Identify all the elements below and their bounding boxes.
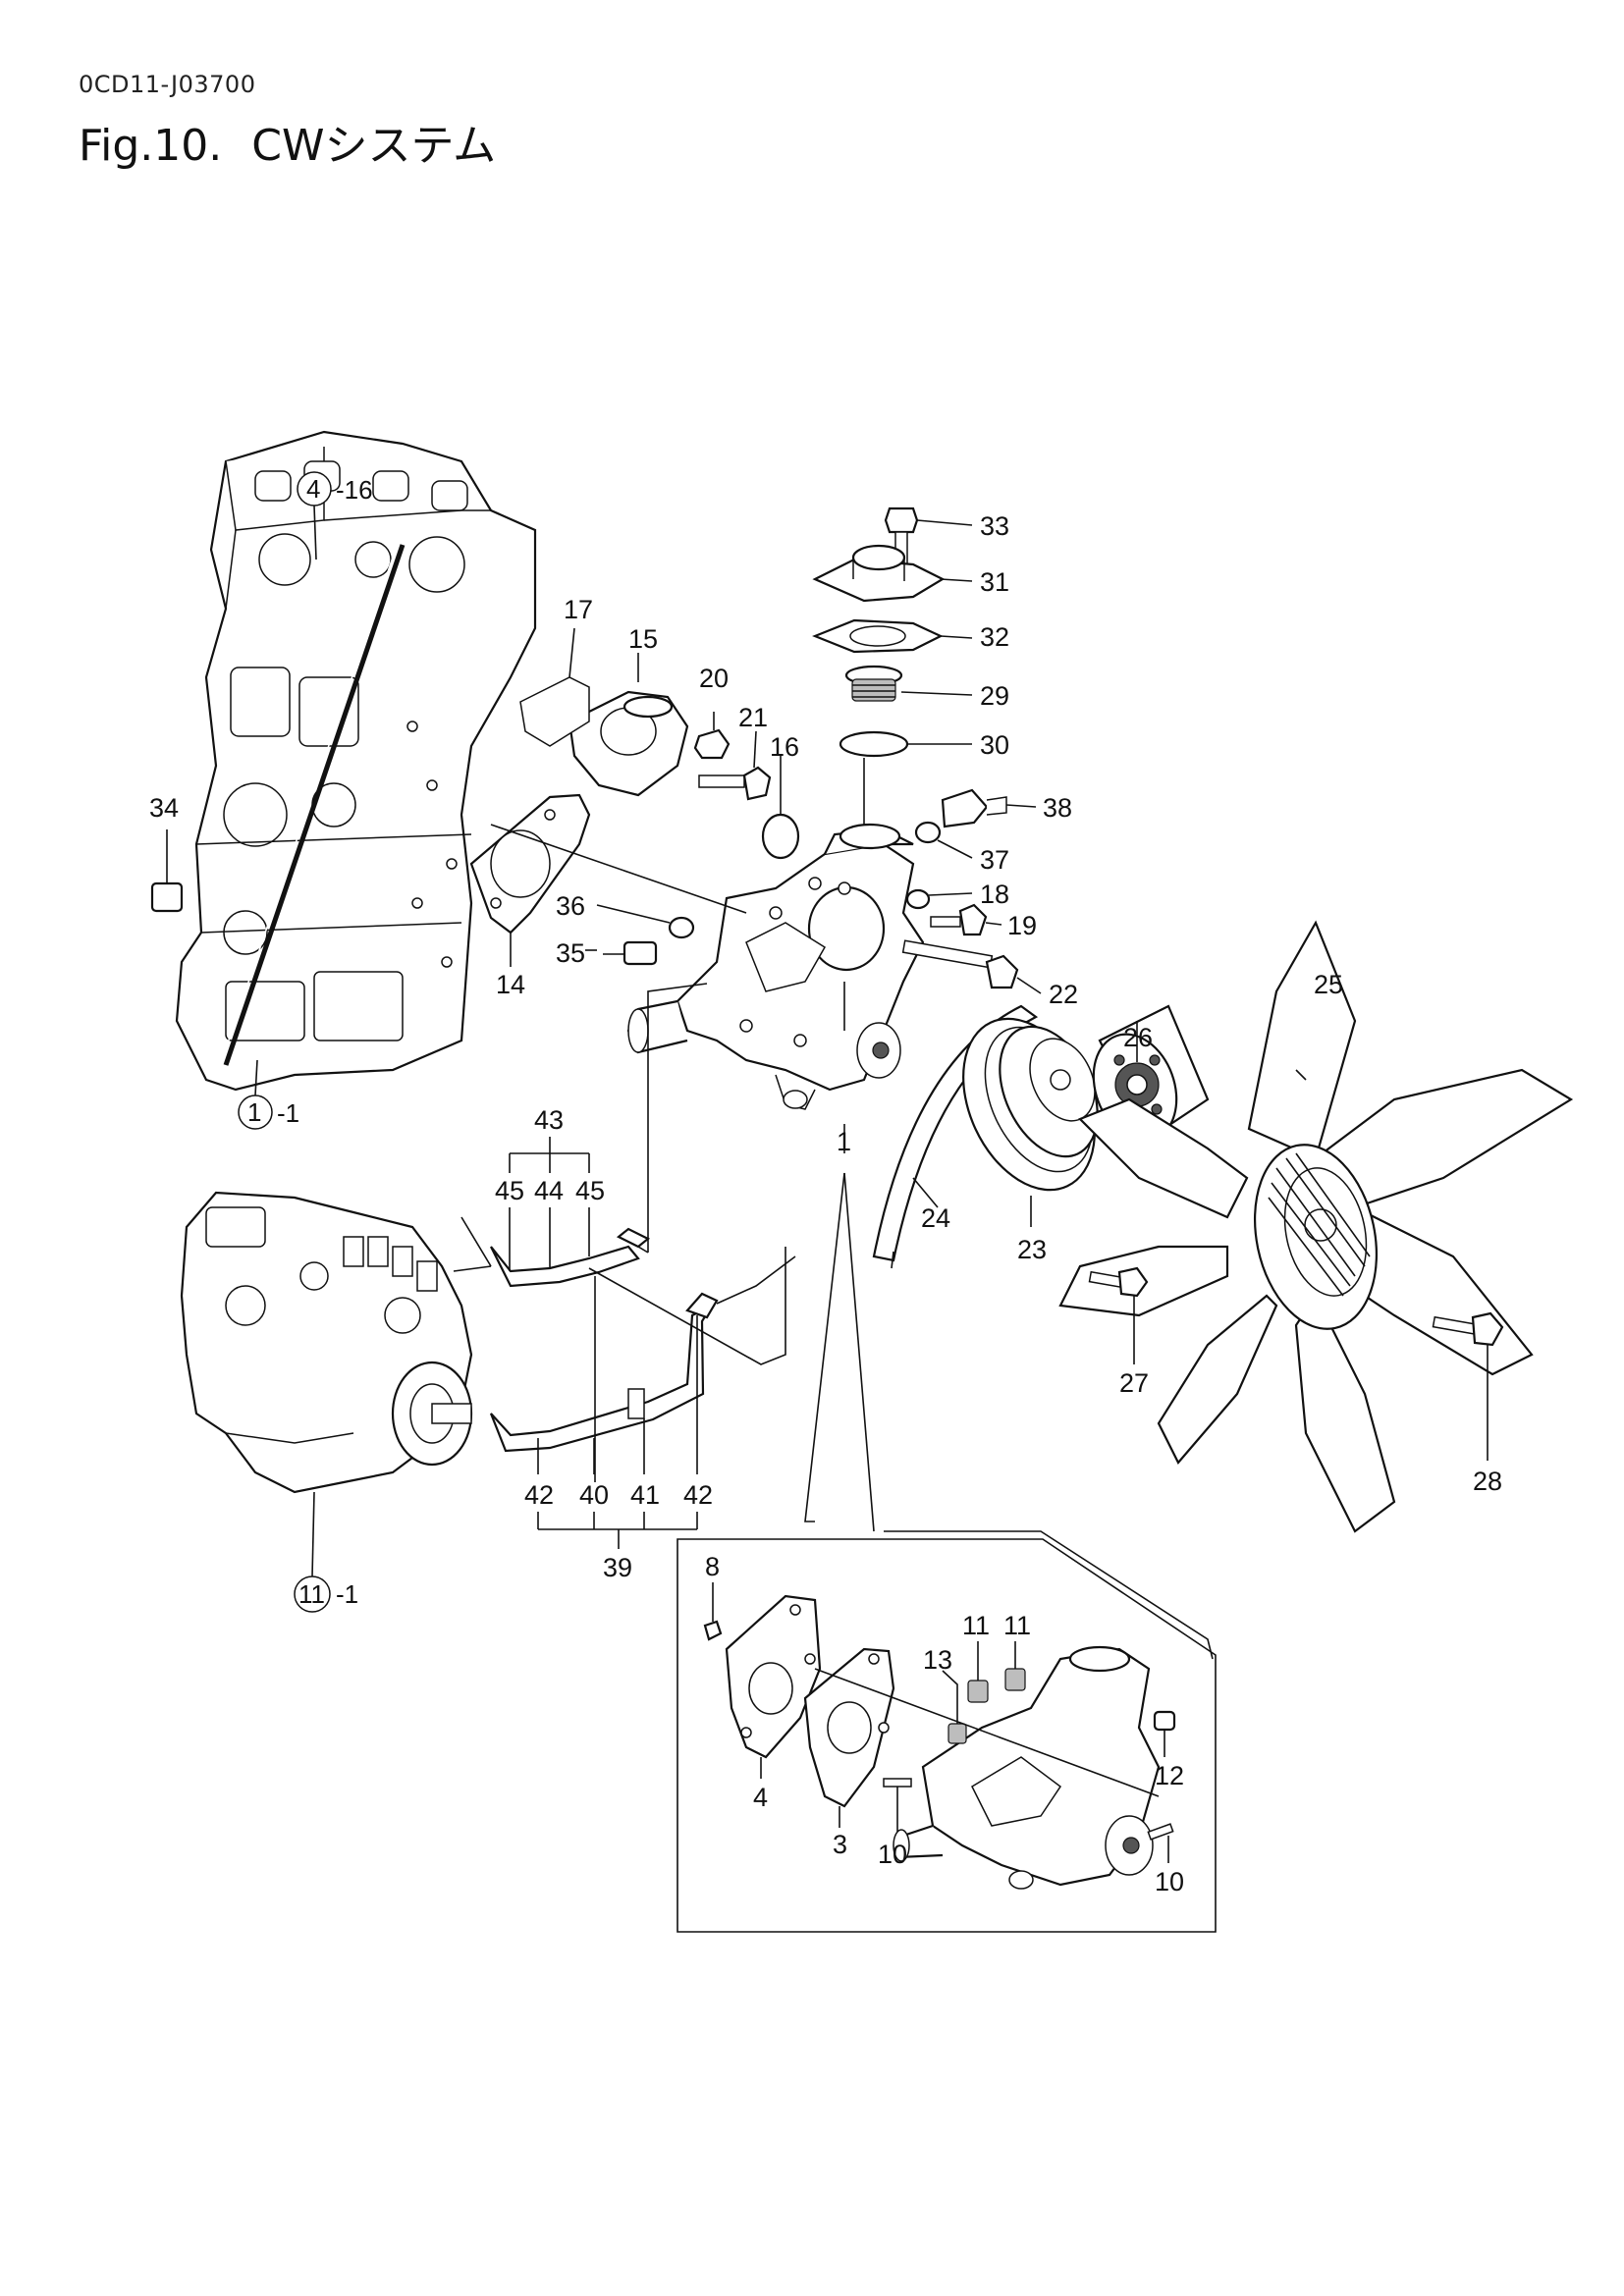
gasket-17 (519, 627, 590, 747)
bolt-22 (901, 939, 1042, 994)
callout-36: 36 (556, 891, 585, 921)
gasket-14 (469, 793, 591, 967)
callout-11a: 11 (962, 1611, 990, 1640)
figure-number: Fig.10. (79, 121, 223, 171)
callout-23: 23 (1017, 1235, 1047, 1264)
callout-17: 17 (564, 595, 593, 624)
callout-1: 1 (837, 1127, 851, 1156)
callout-30: 30 (980, 730, 1009, 760)
callout-8: 8 (705, 1552, 720, 1581)
ref-number-cylinder-head: 4 (306, 474, 320, 504)
callout-labels: 33 31 32 29 30 38 37 18 19 22 17 15 20 2… (149, 511, 1502, 1896)
spacer-26 (1092, 1004, 1210, 1143)
ref-cylinder-head: 4 -16 (297, 471, 373, 561)
callout-33: 33 (980, 511, 1009, 541)
callout-44: 44 (534, 1176, 564, 1205)
bolt-20 (693, 712, 731, 760)
sender-38 (941, 788, 1037, 828)
callout-19: 19 (1007, 911, 1037, 940)
callout-28: 28 (1473, 1467, 1502, 1496)
v-belt-24 (872, 1004, 1039, 1269)
washer-37 (914, 821, 973, 859)
plug-34 (150, 829, 184, 913)
callout-26: 26 (1123, 1023, 1153, 1052)
callout-20: 20 (699, 664, 729, 693)
bolt-21 (698, 730, 772, 801)
ref-suffix-cylinder-head: -16 (336, 475, 373, 505)
cylinder-block-assembly (175, 430, 537, 1092)
callout-11b: 11 (1003, 1611, 1031, 1640)
callout-10b: 10 (1155, 1867, 1184, 1896)
outlet-15 (568, 653, 689, 797)
callout-18: 18 (980, 880, 1009, 909)
ref-cylinder-block: 1 -1 (238, 1059, 299, 1130)
callout-45b: 45 (575, 1176, 605, 1205)
bolt-28 (1432, 1311, 1504, 1461)
ref-suffix-injection-pump: -1 (336, 1579, 358, 1609)
callout-34: 34 (149, 793, 179, 823)
callout-27: 27 (1119, 1368, 1149, 1398)
callout-42a: 42 (524, 1480, 554, 1510)
callout-29: 29 (980, 681, 1009, 711)
callout-16: 16 (770, 732, 799, 762)
callout-32: 32 (980, 622, 1009, 652)
callout-37: 37 (980, 845, 1009, 875)
callout-3: 3 (833, 1830, 847, 1859)
fan-25 (1058, 920, 1574, 1533)
bolt-19 (930, 903, 1002, 936)
callout-40: 40 (579, 1480, 609, 1510)
callout-45a: 45 (495, 1176, 524, 1205)
callout-35: 35 (556, 938, 585, 968)
callout-13: 13 (923, 1645, 952, 1675)
hose-assembly-43 (490, 983, 708, 1288)
ref-number-cylinder-block: 1 (247, 1097, 261, 1127)
figure-title: Fig.10. CWシステム (79, 110, 525, 173)
oring-16 (761, 756, 800, 860)
callout-43: 43 (534, 1105, 564, 1135)
callout-24: 24 (921, 1203, 950, 1233)
ref-suffix-cylinder-block: -1 (277, 1098, 299, 1128)
ref-number-injection-pump: 11 (298, 1579, 325, 1609)
callout-10a: 10 (878, 1840, 907, 1869)
callout-39: 39 (603, 1553, 632, 1582)
callout-21: 21 (738, 703, 768, 732)
callout-38: 38 (1043, 793, 1072, 823)
hose-assembly-39 (460, 1216, 796, 1482)
bolt-27 (1088, 1266, 1149, 1364)
callout-25: 25 (1314, 970, 1343, 999)
water-pump-assembly (626, 823, 925, 1110)
washer-36 (596, 904, 695, 939)
document-code: 0CD11-J03700 (79, 71, 256, 98)
callout-12: 12 (1155, 1761, 1184, 1790)
pulley-23 (962, 1017, 1099, 1227)
inset-detail-box (677, 1538, 1217, 1933)
callout-15: 15 (628, 624, 658, 654)
sensor-35 (585, 940, 658, 966)
callout-42b: 42 (683, 1480, 713, 1510)
ref-injection-pump: 11 -1 (294, 1491, 358, 1613)
callout-31: 31 (980, 567, 1009, 597)
washer-18 (905, 888, 973, 910)
callout-14: 14 (496, 970, 525, 999)
thermostat-stack (812, 507, 973, 825)
callout-22: 22 (1049, 980, 1078, 1009)
injection-pump-assembly (180, 1191, 492, 1494)
figure-title-text: CWシステム (251, 121, 497, 171)
callout-4: 4 (753, 1783, 768, 1812)
callout-41: 41 (630, 1480, 660, 1510)
